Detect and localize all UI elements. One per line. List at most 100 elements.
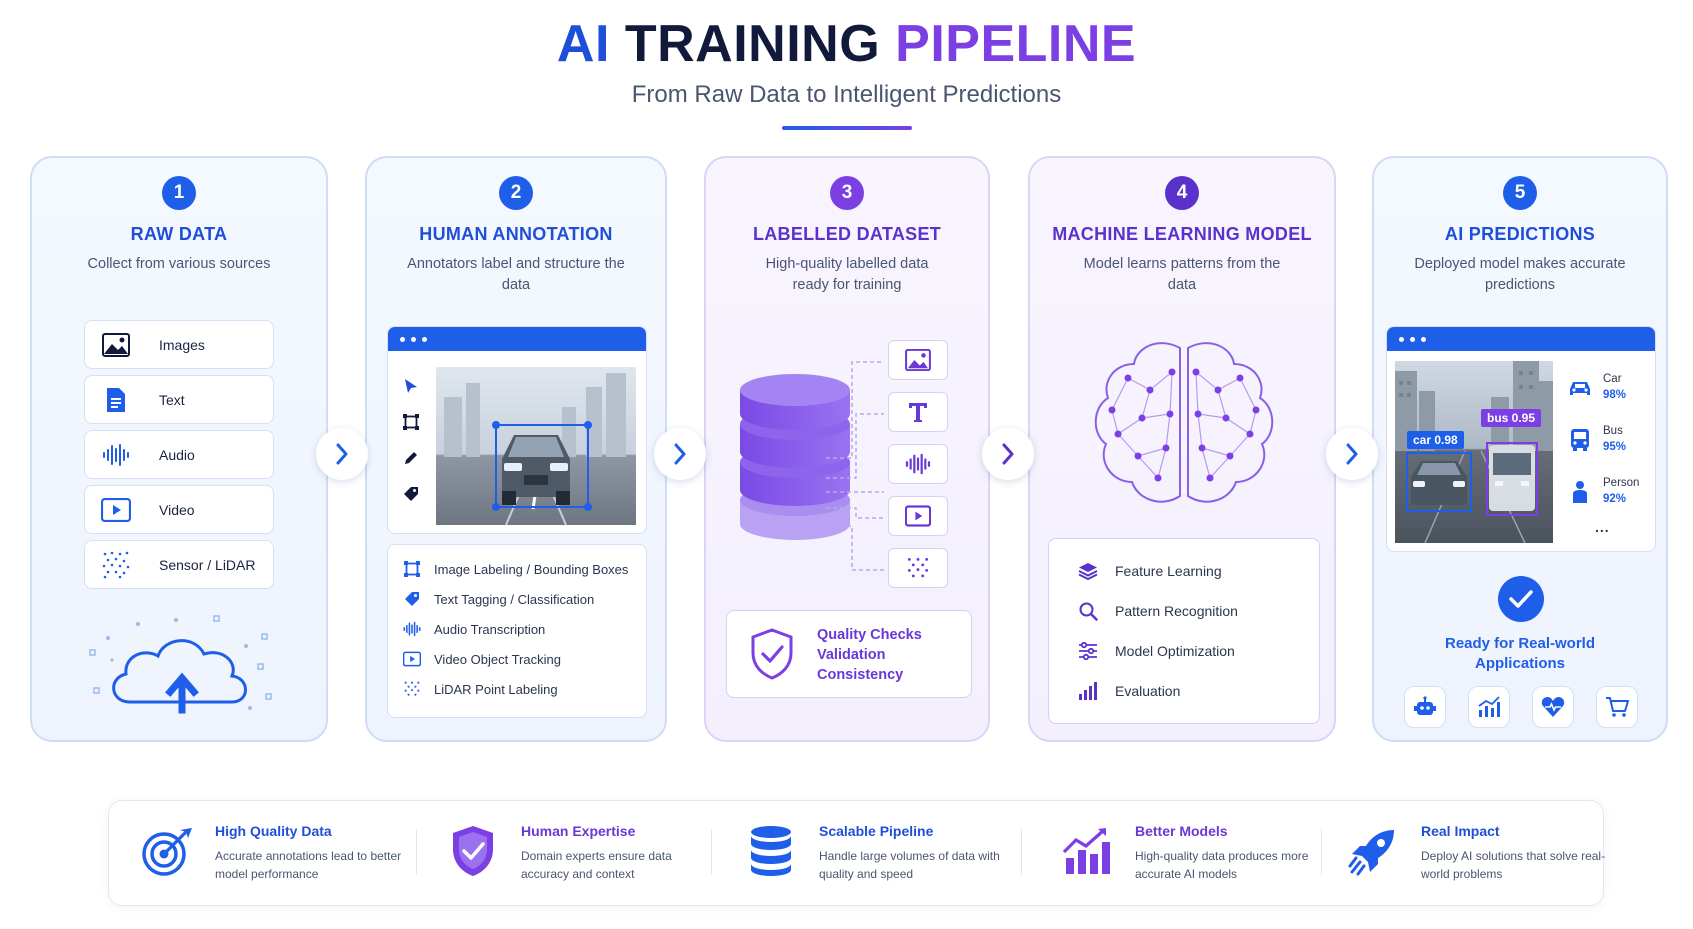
quality-checks-panel: Quality Checks Validation Consistency bbox=[726, 610, 972, 698]
source-item-video[interactable]: Video bbox=[84, 485, 274, 534]
text-t-icon bbox=[909, 403, 927, 422]
dataset-text-box bbox=[888, 392, 948, 432]
step-card-labelled-dataset: 3 LABELLED DATASET High-quality labelled… bbox=[704, 156, 990, 742]
prediction-percent: 98% bbox=[1603, 389, 1627, 401]
quality-item: Quality Checks bbox=[817, 627, 922, 643]
point-cloud-icon bbox=[402, 679, 422, 699]
source-item-sensor[interactable]: Sensor / LiDAR bbox=[84, 540, 274, 589]
audio-wave-icon bbox=[402, 619, 422, 639]
benefit-title: Better Models bbox=[1135, 823, 1228, 839]
feature-learning: Feature Learning bbox=[1077, 559, 1222, 583]
target-icon bbox=[139, 823, 195, 879]
step-number-3: 3 bbox=[830, 176, 864, 210]
step-desc-raw-data: Collect from various sources bbox=[87, 256, 271, 272]
source-item-images[interactable]: Images bbox=[84, 320, 274, 369]
bounding-box-icon bbox=[402, 559, 422, 579]
magnifier-icon bbox=[1077, 600, 1099, 622]
page-subtitle: From Raw Data to Intelligent Predictions bbox=[631, 81, 1062, 108]
person-icon bbox=[1567, 479, 1593, 505]
next-step-arrow-4[interactable] bbox=[1326, 428, 1378, 480]
quality-checks-list: Quality Checks Validation Consistency bbox=[817, 625, 922, 685]
source-label: Audio bbox=[159, 446, 195, 463]
window-titlebar bbox=[1387, 327, 1655, 351]
ready-line-2: Applications bbox=[1474, 655, 1565, 672]
quality-item: Validation bbox=[817, 647, 886, 663]
step-card-raw-data: 1 RAW DATA Collect from various sources … bbox=[30, 156, 328, 742]
feature-label: Pattern Recognition bbox=[1115, 603, 1238, 619]
rocket-icon bbox=[1345, 823, 1401, 879]
next-step-arrow-2[interactable] bbox=[654, 428, 706, 480]
benefit-divider bbox=[711, 829, 712, 875]
video-play-icon bbox=[402, 649, 422, 669]
health-app-icon[interactable] bbox=[1532, 686, 1574, 728]
source-label: Sensor / LiDAR bbox=[159, 556, 256, 573]
ready-for-real-world: Ready for Real-world Applications bbox=[1374, 634, 1666, 674]
task-label: LiDAR Point Labeling bbox=[434, 681, 558, 697]
evaluation: Evaluation bbox=[1077, 679, 1180, 703]
benefit-desc: Deploy AI solutions that solve real-worl… bbox=[1421, 849, 1606, 881]
step-card-ml-model: 4 MACHINE LEARNING MODEL Model learns pa… bbox=[1028, 156, 1336, 742]
source-label: Text bbox=[159, 391, 185, 408]
ml-feature-list: Feature Learning Pattern Recognition Mod… bbox=[1048, 538, 1320, 724]
pattern-recognition: Pattern Recognition bbox=[1077, 599, 1238, 623]
benefit-desc: Handle large volumes of data with qualit… bbox=[819, 849, 1000, 881]
task-audio-transcription[interactable]: Audio Transcription bbox=[402, 618, 545, 640]
prediction-name: Person bbox=[1603, 477, 1640, 489]
bounding-box-tool-icon[interactable] bbox=[400, 411, 422, 433]
benefit-divider bbox=[1021, 829, 1022, 875]
model-optimization: Model Optimization bbox=[1077, 639, 1235, 663]
task-image-labeling[interactable]: Image Labeling / Bounding Boxes bbox=[402, 558, 628, 580]
prediction-car: Car 98% bbox=[1567, 371, 1626, 403]
pen-tool-icon[interactable] bbox=[400, 447, 422, 469]
prediction-percent: 95% bbox=[1603, 441, 1627, 453]
step-card-ai-predictions: 5 AI PREDICTIONS Deployed model makes ac… bbox=[1372, 156, 1668, 742]
task-text-tagging[interactable]: Text Tagging / Classification bbox=[402, 588, 594, 610]
title-training: TRAINING bbox=[624, 15, 881, 73]
road-image-canvas[interactable] bbox=[436, 367, 636, 525]
feature-label: Evaluation bbox=[1115, 683, 1181, 699]
check-circle-icon bbox=[1498, 576, 1544, 622]
step-title-human-annotation: HUMAN ANNOTATION bbox=[419, 224, 613, 244]
image-icon bbox=[99, 328, 133, 362]
task-label: Audio Transcription bbox=[434, 621, 546, 637]
database-icon bbox=[743, 823, 799, 879]
source-item-text[interactable]: Text bbox=[84, 375, 274, 424]
analytics-app-icon[interactable] bbox=[1468, 686, 1510, 728]
video-play-icon bbox=[905, 505, 931, 527]
next-step-arrow-3[interactable] bbox=[982, 428, 1034, 480]
task-video-tracking[interactable]: Video Object Tracking bbox=[402, 648, 561, 670]
dataset-audio-box bbox=[888, 444, 948, 484]
task-lidar-labeling[interactable]: LiDAR Point Labeling bbox=[402, 678, 558, 700]
title-pipeline: PIPELINE bbox=[895, 15, 1137, 73]
cursor-tool-icon[interactable] bbox=[400, 375, 422, 397]
shield-check-icon bbox=[445, 823, 501, 879]
step-number-2: 2 bbox=[499, 176, 533, 210]
prediction-name: Car bbox=[1603, 373, 1622, 385]
step-number-4: 4 bbox=[1165, 176, 1199, 210]
audio-wave-icon bbox=[99, 438, 133, 472]
benefits-bar: High Quality Data Accurate annotations l… bbox=[108, 800, 1605, 906]
chevron-right-icon bbox=[1346, 443, 1358, 465]
bar-chart-icon bbox=[1077, 680, 1099, 702]
step-title-ml-model: MACHINE LEARNING MODEL bbox=[1052, 224, 1312, 244]
window-titlebar bbox=[388, 327, 646, 351]
shopping-cart-app-icon[interactable] bbox=[1596, 686, 1638, 728]
point-cloud-icon bbox=[907, 557, 929, 578]
tag-tool-icon[interactable] bbox=[400, 483, 422, 505]
robot-app-icon[interactable] bbox=[1404, 686, 1446, 728]
next-step-arrow-1[interactable] bbox=[316, 428, 368, 480]
benefit-divider bbox=[416, 829, 417, 875]
task-label: Text Tagging / Classification bbox=[434, 591, 595, 607]
benefit-desc: Accurate annotations lead to better mode… bbox=[215, 849, 402, 881]
source-label: Images bbox=[159, 336, 205, 353]
source-item-audio[interactable]: Audio bbox=[84, 430, 274, 479]
chevron-right-icon bbox=[674, 443, 686, 465]
prediction-name: Bus bbox=[1603, 425, 1623, 437]
car-icon bbox=[1567, 375, 1593, 401]
source-label: Video bbox=[159, 501, 195, 518]
neural-brain-icon bbox=[1088, 338, 1280, 512]
more-predictions: ... bbox=[1595, 519, 1610, 535]
benefit-desc: High-quality data produces more accurate… bbox=[1135, 849, 1309, 881]
